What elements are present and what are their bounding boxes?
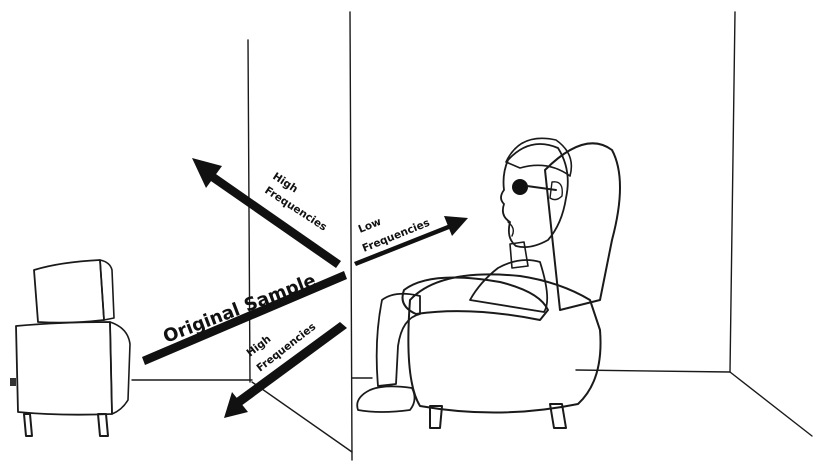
armchair-arm xyxy=(403,278,549,321)
listener-shoe xyxy=(357,386,414,412)
rear-partition-edge xyxy=(350,12,352,460)
high-frequencies-arrow-top xyxy=(192,158,341,268)
speaker-top-cube xyxy=(34,260,104,323)
armchair xyxy=(403,143,621,428)
speaker-top-side xyxy=(100,260,114,320)
floor-line-right xyxy=(576,370,730,372)
speaker-knob xyxy=(10,378,16,386)
room-walls xyxy=(132,12,812,460)
right-wall-edge xyxy=(730,12,735,372)
speaker-body xyxy=(16,322,112,415)
listener-leg xyxy=(377,294,420,386)
speaker-leg-right xyxy=(98,414,108,436)
armchair-seat xyxy=(408,274,600,412)
high-bottom-shaft xyxy=(235,322,347,406)
speaker-body-side xyxy=(110,322,130,414)
floor-diagonal xyxy=(252,382,352,452)
low-label-line1: Low xyxy=(357,216,384,236)
listener-torso xyxy=(470,260,547,312)
speaker-leg-left xyxy=(24,414,32,436)
speaker-box xyxy=(10,260,130,436)
high-frequencies-arrow-bottom xyxy=(224,322,347,418)
floor-corner-right xyxy=(730,372,812,436)
left-wall-edge xyxy=(248,40,250,382)
sunglasses-lens xyxy=(512,179,528,195)
